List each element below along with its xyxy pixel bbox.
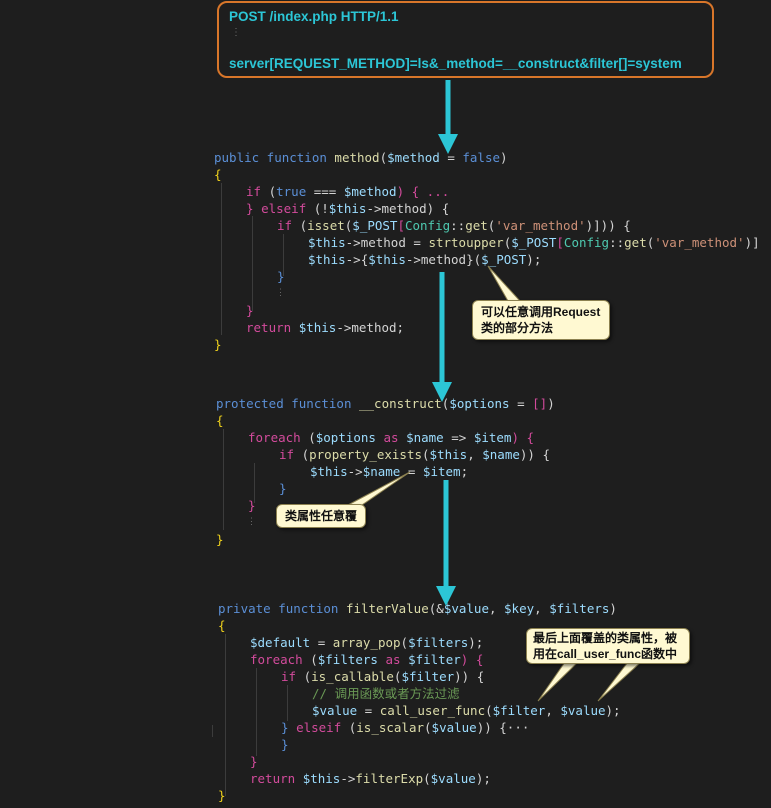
code-comment: // 调用函数或者方法过滤 [312, 686, 460, 701]
code-line: } [248, 498, 256, 513]
code-line: if (property_exists($this, $name)) { [279, 447, 550, 462]
indent-guide [254, 463, 255, 503]
callout-call-user-func: 最后上面覆盖的类属性，被 用在call_user_func函数中 [526, 628, 690, 664]
request-line: POST /index.php HTTP/1.1 [229, 9, 399, 24]
code-line-method-signature: public function method($method = false) [214, 150, 508, 165]
code-line-filter-signature: private function filterValue(&$value, $k… [218, 601, 617, 616]
callout-pointer [347, 471, 411, 506]
code-line-call-user-func: $value = call_user_func($filter, $value)… [312, 703, 621, 718]
code-line: } [214, 337, 222, 352]
indent-guide [212, 725, 213, 737]
code-line: { [218, 618, 226, 633]
request-payload: server[REQUEST_METHOD]=ls&_method=__cons… [229, 56, 682, 71]
code-line: } elseif (is_scalar($value)) {··· [281, 720, 530, 735]
indent-guide [225, 634, 226, 796]
code-line: } [218, 788, 226, 803]
code-line: } [279, 481, 287, 496]
code-line: } [216, 532, 224, 547]
code-line-property-assign: $this->$name = $item; [310, 464, 469, 479]
callout-text: 类的部分方法 [481, 321, 554, 335]
code-line: $this->method = strtoupper($_POST[Config… [308, 235, 760, 250]
code-line: } [246, 303, 254, 318]
code-ellipsis: ⋮ [247, 517, 256, 527]
code-line: } [250, 754, 258, 769]
code-line: if (is_callable($filter)) { [281, 669, 485, 684]
http-request-box: POST /index.php HTTP/1.1 ⋮ server[REQUES… [217, 1, 714, 78]
indent-guide [223, 429, 224, 530]
code-line: if (true === $method) { ... [246, 184, 450, 199]
indent-guide [283, 234, 284, 276]
callout-request-methods: 可以任意调用Request 类的部分方法 [472, 300, 610, 340]
request-ellipsis: ⋮ [231, 27, 241, 38]
callout-property-override: 类属性任意覆 [276, 504, 366, 528]
code-line: { [214, 167, 222, 182]
callout-text: 可以任意调用Request [481, 305, 601, 319]
callout-text: 最后上面覆盖的类属性，被 [533, 631, 678, 645]
code-line: return $this->method; [246, 320, 405, 335]
code-line-dynamic-call: $this->{$this->method}($_POST); [308, 252, 542, 267]
code-line: { [216, 413, 224, 428]
callout-pointer [487, 265, 522, 302]
code-line: $default = array_pop($filters); [250, 635, 484, 650]
indent-guide [221, 183, 222, 335]
code-line-construct-signature: protected function __construct($options … [216, 396, 555, 411]
code-line: } elseif (!$this->method) { [246, 201, 450, 216]
indent-guide [252, 216, 253, 311]
code-line: } [281, 737, 289, 752]
code-line: } [277, 269, 285, 284]
code-line: foreach ($filters as $filter) { [250, 652, 484, 667]
callout-text: 类属性任意覆 [285, 509, 358, 523]
callout-pointer [537, 661, 580, 702]
indent-guide [287, 685, 288, 721]
code-line: foreach ($options as $name => $item) { [248, 430, 535, 445]
indent-guide [256, 668, 257, 756]
callout-text: 用在call_user_func函数中 [533, 647, 678, 661]
code-line: return $this->filterExp($value); [250, 771, 491, 786]
callout-pointer [597, 661, 643, 702]
code-line: if (isset($_POST[Config::get('var_method… [277, 218, 631, 233]
code-ellipsis: ⋮ [276, 288, 285, 298]
